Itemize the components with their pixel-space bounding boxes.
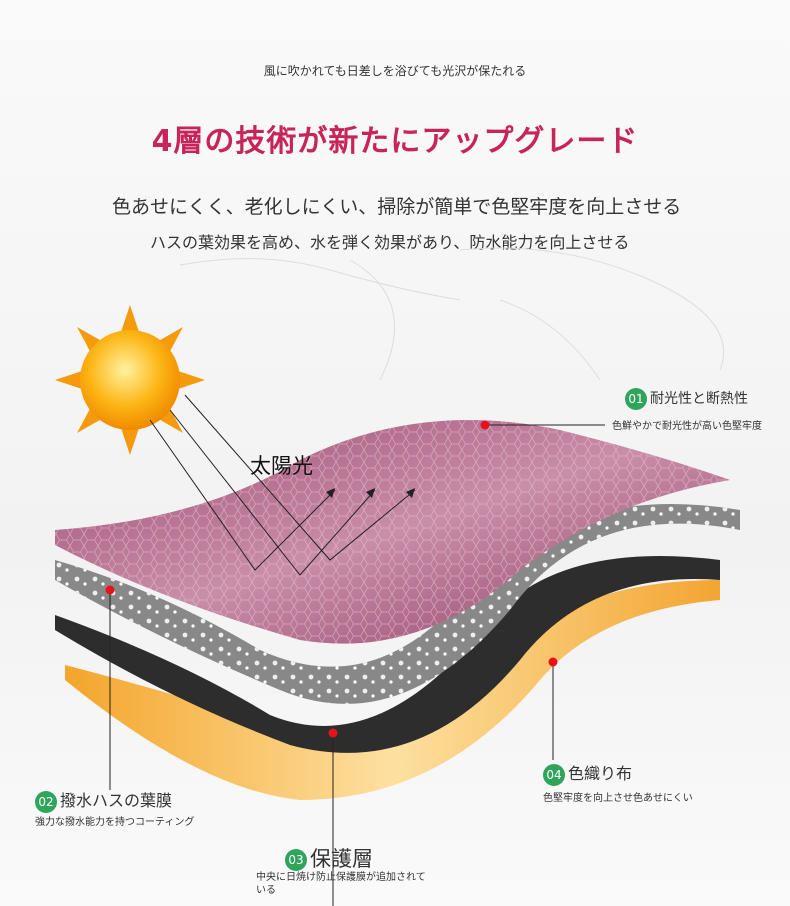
world-map-decoration	[179, 247, 725, 381]
subtitle-2: ハスの葉効果を高め、水を弾く効果があり、防水能力を向上させる	[150, 233, 630, 252]
sun-icon	[55, 305, 205, 455]
callout-title: 耐光性と断熱性	[650, 391, 748, 407]
callout-title: 色織り布	[568, 764, 633, 783]
layer-color-fabric	[65, 580, 720, 800]
callout-01-desc: 色鮮やかで耐光性が高い色堅牢度	[612, 421, 762, 432]
callout-title: 保護層	[310, 847, 373, 871]
badge-01: 01	[625, 388, 647, 410]
callout-desc: 色堅牢度を向上させ色あせにくい	[543, 792, 693, 804]
badge-03: 03	[285, 849, 307, 871]
sunlight-rays	[149, 394, 416, 576]
badge-04: 04	[543, 763, 565, 786]
callout-desc: 強力な撥水能力を持つコーティング	[35, 816, 195, 828]
page-title: 4層の技術が新たにアップグレード	[151, 124, 639, 159]
layer-protective	[55, 556, 720, 753]
subtitle-1: 色あせにくく、老化しにくい、掃除が簡単で色堅牢度を向上させる	[112, 196, 682, 218]
sunlight-label: 太陽光	[250, 454, 313, 478]
tagline: 風に吹かれても日差しを浴びても光沢が保たれる	[263, 64, 527, 78]
markers	[105, 420, 558, 738]
callout-03-desc: 中央に日焼け防止保護膜が追加されている	[256, 872, 426, 896]
badge-02: 02	[35, 790, 57, 813]
callout-title: 撥水ハスの葉膜	[60, 791, 173, 810]
